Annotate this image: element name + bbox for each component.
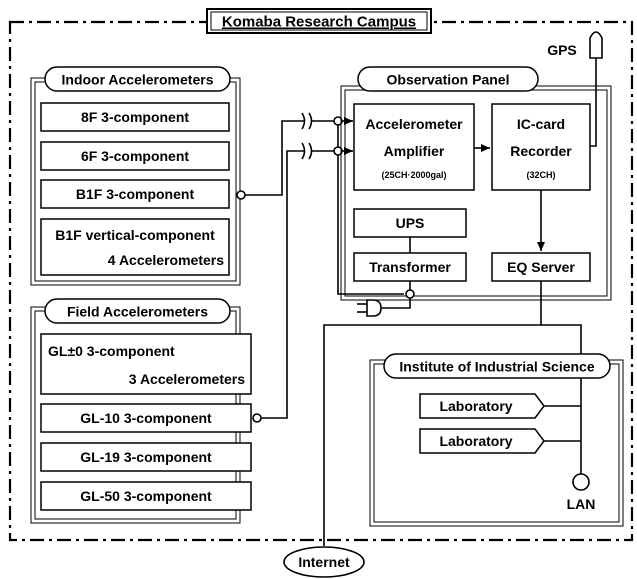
laboratory-2 bbox=[419, 428, 545, 454]
indoor-title: Indoor Accelerometers bbox=[62, 72, 214, 88]
iis-title: Institute of Industrial Science bbox=[399, 359, 594, 375]
indoor-sensor-b1f-vertical-line2: 4 Accelerometers bbox=[108, 252, 224, 268]
internet-node bbox=[283, 546, 365, 578]
indoor-sensor-8f bbox=[40, 102, 230, 132]
lan-label: LAN bbox=[567, 496, 596, 512]
laboratory-1-label: Laboratory bbox=[439, 398, 512, 414]
field-sensor-gl0-line2: 3 Accelerometers bbox=[129, 371, 245, 387]
laboratory-1 bbox=[419, 393, 545, 419]
amplifier-spec: (25CH·2000gal) bbox=[381, 170, 446, 180]
iis-title-box bbox=[383, 353, 611, 379]
indoor-sensor-8f-label: 8F 3-component bbox=[81, 109, 189, 125]
internet-label: Internet bbox=[298, 554, 350, 570]
gps-label: GPS bbox=[547, 42, 577, 58]
indoor-sensor-b1f-label: B1F 3-component bbox=[76, 186, 195, 202]
ic-card-recorder bbox=[491, 103, 591, 191]
indoor-sensor-6f-label: 6F 3-component bbox=[81, 148, 189, 164]
field-title: Field Accelerometers bbox=[67, 304, 208, 320]
transformer-label: Transformer bbox=[369, 259, 451, 275]
recorder-spec: (32CH) bbox=[526, 170, 555, 180]
observation-panel-title-box bbox=[357, 66, 539, 92]
field-title-box bbox=[44, 298, 231, 324]
accelerometer-amplifier bbox=[353, 103, 475, 191]
field-sensor-gl19 bbox=[40, 442, 252, 472]
recorder-label-line1: IC-card bbox=[517, 116, 565, 132]
field-sensor-gl50 bbox=[40, 481, 252, 511]
indoor-sensor-b1f-vertical bbox=[40, 218, 230, 276]
laboratory-2-label: Laboratory bbox=[439, 433, 512, 449]
indoor-sensor-b1f bbox=[40, 179, 230, 209]
campus-title: Komaba Research Campus bbox=[222, 14, 416, 31]
field-sensor-gl10 bbox=[40, 403, 252, 433]
ups-label: UPS bbox=[396, 215, 425, 231]
lan-cable bbox=[544, 378, 582, 474]
power-plug-icon bbox=[357, 281, 415, 317]
field-sensor-gl50-label: GL-50 3-component bbox=[80, 488, 212, 504]
field-sensor-gl0 bbox=[40, 333, 252, 395]
field-sensor-gl0-line1: GL±0 3-component bbox=[48, 343, 175, 359]
amplifier-label-line1: Accelerometer bbox=[365, 116, 463, 132]
field-sensor-gl19-label: GL-19 3-component bbox=[80, 449, 212, 465]
field-sensor-gl10-label: GL-10 3-component bbox=[80, 410, 212, 426]
internet-link-line bbox=[323, 324, 541, 546]
campus-title-box bbox=[206, 8, 432, 34]
field-cable bbox=[252, 142, 338, 423]
eq-server-to-lan-line bbox=[540, 281, 582, 360]
observation-panel-title: Observation Panel bbox=[387, 72, 510, 88]
amplifier-label-line2: Amplifier bbox=[384, 143, 445, 159]
recorder-label-line2: Recorder bbox=[510, 143, 572, 159]
lan-node-icon bbox=[572, 473, 590, 491]
indoor-title-box bbox=[44, 66, 231, 92]
eq-server-box bbox=[491, 252, 591, 282]
ups-box bbox=[353, 208, 467, 238]
gps-antenna-icon bbox=[589, 31, 603, 147]
indoor-sensor-6f bbox=[40, 141, 230, 171]
transformer-box bbox=[353, 252, 467, 282]
eq-server-label: EQ Server bbox=[507, 259, 575, 275]
indoor-sensor-b1f-vertical-line1: B1F vertical-component bbox=[55, 227, 215, 243]
